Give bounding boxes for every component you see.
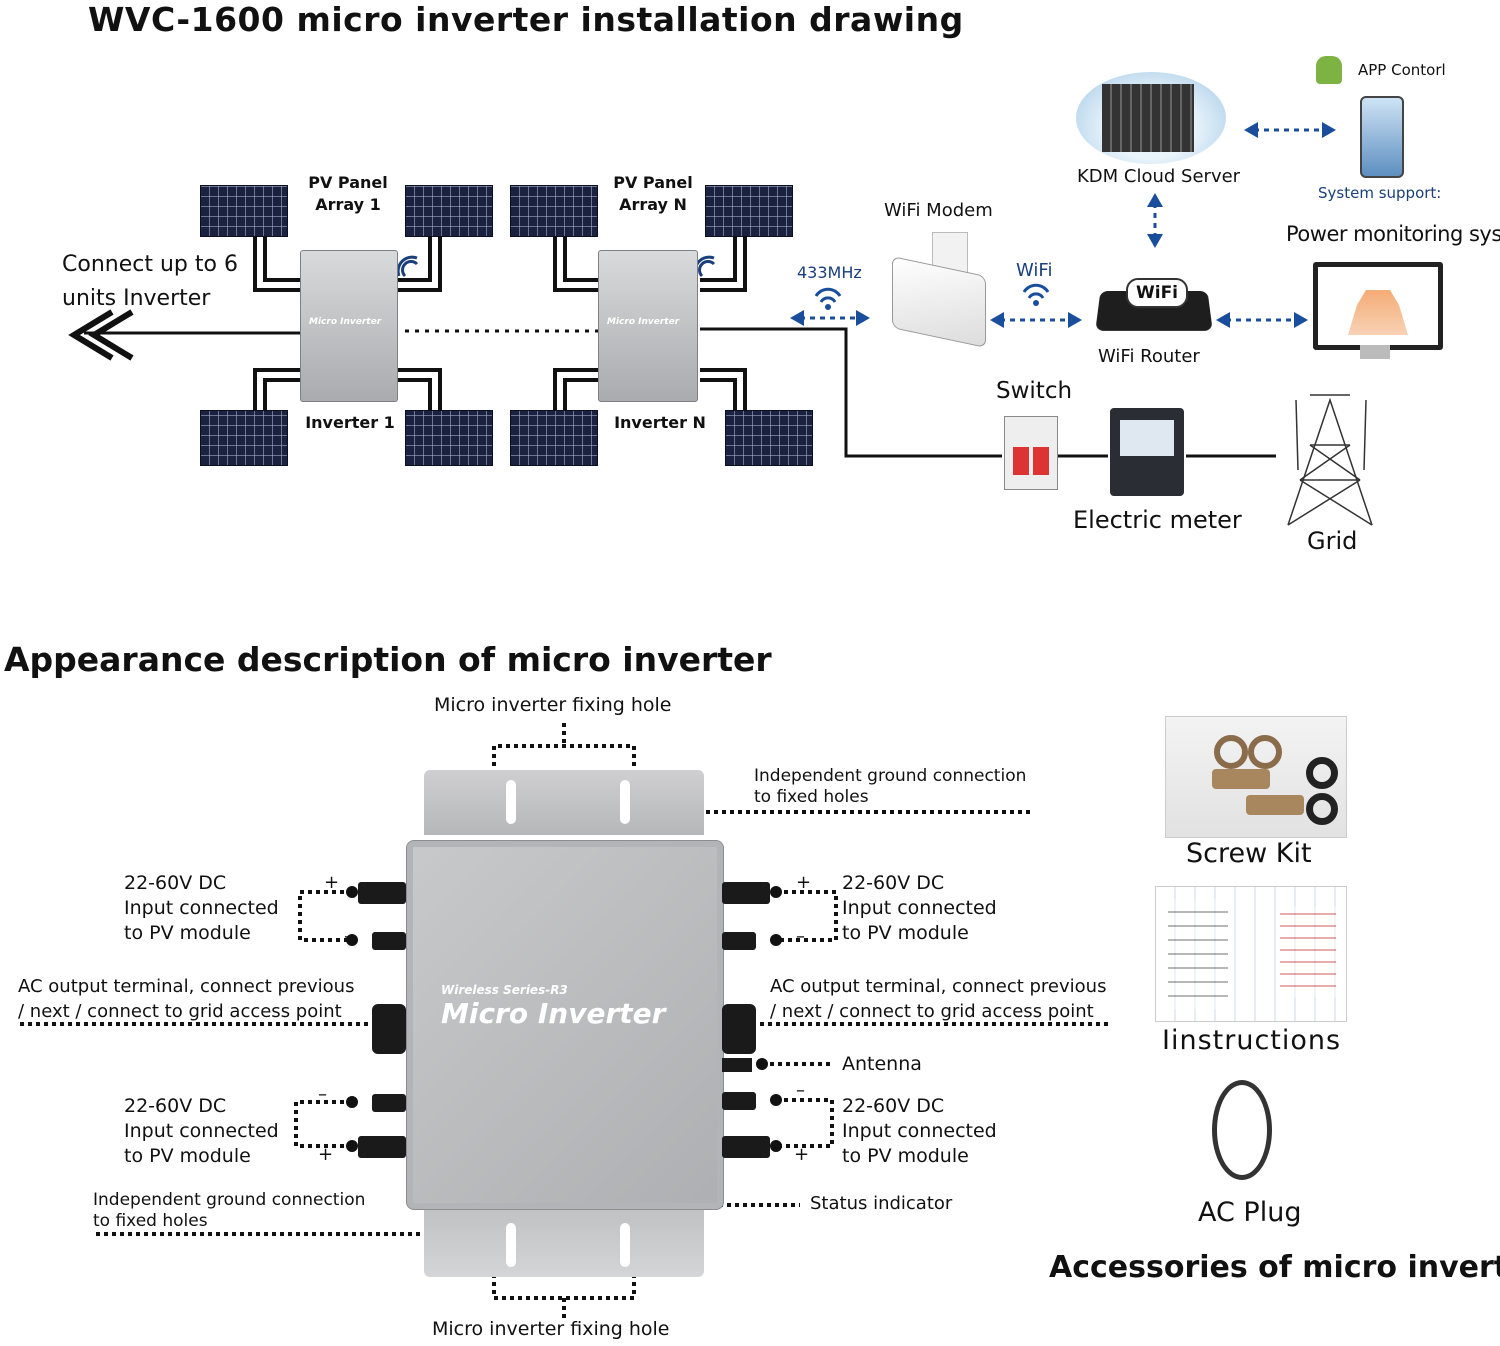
meter-label: Electric meter (1073, 506, 1242, 534)
screw-kit-label: Screw Kit (1186, 838, 1312, 869)
array-1-label: PV Panel Array 1 (308, 173, 388, 214)
fixing-hole-top-label: Micro inverter fixing hole (434, 694, 672, 716)
electric-meter-device (1110, 408, 1184, 496)
connect-label: Connect up to 6 units Inverter (62, 252, 238, 311)
grid-label: Grid (1307, 527, 1358, 555)
micro-inverter-body: Wireless Series-R3 Micro Inverter (406, 840, 724, 1210)
power-monitor-label: Power monitoring system (1286, 222, 1500, 246)
instructions-label: Iinstructions (1162, 1025, 1342, 1056)
app-label: APP Contorl (1358, 61, 1446, 79)
inverter-n-text: Micro Inverter (607, 317, 680, 327)
dc-connector (372, 932, 406, 950)
ac-plug-cable (1212, 1080, 1272, 1180)
accessories-title: Accessories of micro inverter (1049, 1250, 1500, 1285)
pv-panel (510, 410, 598, 466)
cloud-label: KDM Cloud Server (1077, 166, 1241, 187)
dc-connector (722, 882, 770, 904)
instructions-sheet (1155, 886, 1347, 1022)
router-label: WiFi Router (1098, 346, 1200, 367)
pv-panel (200, 185, 288, 237)
monitor-stand (1360, 345, 1390, 359)
dc-connector (722, 1092, 756, 1110)
installation-title: WVC-1600 micro inverter installation dra… (88, 0, 964, 39)
plus-sign: + (794, 1144, 810, 1165)
wifi-label: WiFi (1016, 260, 1053, 281)
ground-top-label: Independent ground connection to fixed h… (754, 766, 1027, 807)
android-icon (1316, 56, 1342, 84)
antenna-connector (722, 1058, 752, 1072)
dc-connector (722, 1136, 770, 1158)
dc-right-top-label: 22-60V DC Input connected to PV module (842, 872, 997, 944)
plus-sign: + (318, 1144, 334, 1165)
dc-left-bottom-label: 22-60V DC Input connected to PV module (124, 1095, 279, 1167)
pv-panel (510, 185, 598, 237)
minus-sign: – (796, 926, 805, 947)
phone-icon (1360, 96, 1404, 178)
dc-connector (358, 882, 406, 904)
inverter-brand-text: Micro Inverter (441, 997, 666, 1030)
mounting-plate-top (424, 770, 704, 835)
router-badge: WiFi (1126, 278, 1188, 308)
ac-connector (372, 1004, 406, 1054)
pv-panel (405, 185, 493, 237)
minus-sign: – (344, 926, 353, 947)
inverter-n-label: Inverter N (614, 413, 706, 432)
pv-panel (725, 410, 813, 466)
dc-right-bottom-label: 22-60V DC Input connected to PV module (842, 1095, 997, 1167)
freq-label: 433MHz (797, 263, 862, 282)
switch-label: Switch (996, 378, 1073, 404)
dc-left-top-label: 22-60V DC Input connected to PV module (124, 872, 279, 944)
status-indicator-label: Status indicator (810, 1193, 953, 1214)
array-n-label: PV Panel Array N (613, 173, 693, 214)
monitor-screen (1313, 262, 1443, 350)
inverter-n: Micro Inverter (598, 250, 698, 402)
ac-connector (722, 1004, 756, 1054)
ac-plug-label: AC Plug (1198, 1197, 1302, 1228)
series-text: Wireless Series-R3 (441, 983, 568, 997)
system-support-label: System support: (1318, 184, 1442, 202)
dc-connector (722, 932, 756, 950)
minus-sign: – (318, 1084, 327, 1105)
pv-panel (705, 185, 793, 237)
mounting-plate-bottom (424, 1205, 704, 1277)
ac-right-label: AC output terminal, connect previous / n… (770, 976, 1107, 1022)
antenna-label: Antenna (842, 1053, 922, 1075)
pv-panel (200, 410, 288, 466)
server-rack (1102, 84, 1194, 152)
plus-sign: + (796, 872, 812, 893)
dc-connector (372, 1094, 406, 1112)
appearance-title: Appearance description of micro inverter (4, 640, 772, 679)
inverter-1: Micro Inverter (300, 250, 398, 402)
ground-bottom-label: Independent ground connection to fixed h… (93, 1190, 366, 1231)
dc-connector (358, 1136, 406, 1158)
chart-graphic (1348, 290, 1408, 335)
inverter-1-text: Micro Inverter (309, 317, 382, 327)
wifi-modem-label: WiFi Modem (884, 200, 993, 221)
plus-sign: + (324, 872, 340, 893)
ac-left-label: AC output terminal, connect previous / n… (18, 976, 355, 1022)
minus-sign: – (796, 1080, 805, 1101)
fixing-hole-bottom-label: Micro inverter fixing hole (432, 1318, 670, 1340)
switch-device (1004, 416, 1058, 490)
inverter-1-label: Inverter 1 (305, 413, 395, 432)
screw-kit-bag (1165, 716, 1347, 838)
pv-panel (405, 410, 493, 466)
